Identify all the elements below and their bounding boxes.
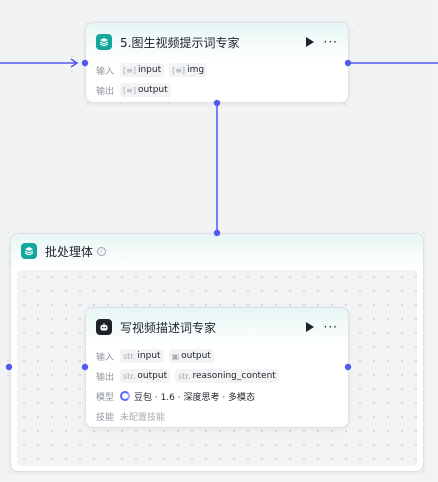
array-icon: [≡] [123,85,136,95]
node-title: 写视频描述词专家 [120,320,217,335]
node-title: 5.图生视频提示词专家 [120,35,240,50]
robot-icon [96,319,112,335]
inputs-row: 输入 str.input ▣output [86,346,348,366]
inputs-row: 输入 [≡]input [≡]img [86,60,348,80]
node-header: 5.图生视频提示词专家 ··· [86,23,348,61]
inputs-label: 输入 [96,66,115,77]
layers-icon [96,34,112,50]
input-chip: [≡]img [169,63,208,77]
more-icon[interactable]: ··· [323,320,338,334]
node-header: 写视频描述词专家 ··· [86,308,348,346]
inputs-label: 输入 [96,352,115,363]
output-chip: str.output [120,369,171,383]
info-icon[interactable]: i [97,246,107,256]
layers-icon [21,243,37,259]
array-icon: [≡] [123,65,136,75]
image-icon: ▣ [171,351,180,361]
run-icon[interactable] [305,322,314,332]
model-value: 豆包 · 1.6 · 深度思考 · 多模态 [134,392,256,403]
doubao-model-icon [120,391,130,401]
outputs-row: 输出 [≡]output [86,80,348,100]
batch-header: 批处理体 i [11,234,423,268]
model-label: 模型 [96,392,115,403]
batch-title: 批处理体 [45,244,94,259]
more-icon[interactable]: ··· [323,35,338,49]
outputs-label: 输出 [96,86,115,97]
output-chip: str.reasoning_content [175,369,279,383]
outputs-row: 输出 str.output str.reasoning_content [86,366,348,386]
node-video-description-expert[interactable]: 写视频描述词专家 ··· 输入 str.input ▣output 输出 str… [85,307,349,428]
skills-row: 技能 未配置技能 [86,406,348,426]
array-icon: [≡] [172,65,186,75]
skills-value: 未配置技能 [120,412,166,423]
input-chip: [≡]input [120,63,165,77]
arrow-head [70,58,79,68]
outputs-label: 输出 [96,372,115,383]
model-row: 模型 豆包 · 1.6 · 深度思考 · 多模态 [86,386,348,406]
run-icon[interactable] [305,37,314,47]
node-image-to-video-prompt-expert[interactable]: 5.图生视频提示词专家 ··· 输入 [≡]input [≡]img 输出 [≡… [85,22,349,103]
input-chip: str.input [120,349,164,363]
skills-label: 技能 [96,412,115,423]
output-chip: [≡]output [120,83,171,97]
input-chip: ▣output [168,349,214,363]
